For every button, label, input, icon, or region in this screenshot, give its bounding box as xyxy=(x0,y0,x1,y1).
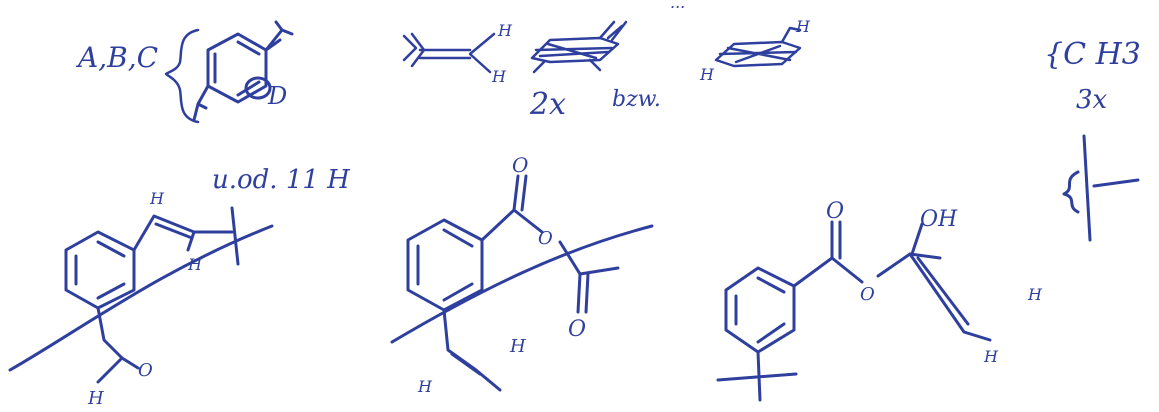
vinyl-h-top: H xyxy=(497,21,513,40)
molecule-2-sketch xyxy=(390,174,654,392)
scribbled-ring-sketch-2 xyxy=(714,26,802,68)
ring2-h-top: H xyxy=(795,17,811,36)
m3-o-ester: O xyxy=(860,284,875,305)
m1-h-top: H xyxy=(149,189,165,208)
m3-o-top: O xyxy=(826,199,844,224)
m3-oh: OH xyxy=(920,207,958,232)
abc-label: A,B,C xyxy=(75,41,158,74)
times-2-label: 2x xyxy=(529,87,566,122)
m1-h-bottom: H xyxy=(187,255,203,274)
top-fragment-text: ... xyxy=(670,0,685,12)
oder-11h-label: u.od. 11 H xyxy=(212,165,351,195)
m1-aldehyde-o: O xyxy=(138,360,153,381)
substituted-benzene-sketch xyxy=(192,20,294,122)
vinyl-fragment-sketch xyxy=(402,32,496,74)
times-3-label: 3x xyxy=(1076,85,1108,115)
tert-butyl-symbol xyxy=(1062,134,1140,242)
m2-h-left: H xyxy=(417,377,433,396)
d-label: D xyxy=(267,82,287,110)
m3-h-1: H xyxy=(1027,285,1043,304)
m2-o-ester: O xyxy=(538,228,553,249)
molecule-1-sketch xyxy=(8,206,274,384)
m1-aldehyde-h: H xyxy=(87,388,104,409)
m3-h-2: H xyxy=(983,347,999,366)
bzw-label: bzw. xyxy=(612,87,661,112)
m2-o-bottom: O xyxy=(568,317,586,342)
vinyl-h-bottom: H xyxy=(491,67,507,86)
curly-brace xyxy=(164,28,200,124)
m2-h-right: H xyxy=(509,336,526,357)
molecule-3-sketch xyxy=(716,220,992,402)
m2-o-top: O xyxy=(512,153,528,177)
ch3-label: {C H3 xyxy=(1044,37,1141,72)
scribbled-ring-sketch-1 xyxy=(530,20,628,74)
ring2-h-bottom: H xyxy=(699,65,715,84)
